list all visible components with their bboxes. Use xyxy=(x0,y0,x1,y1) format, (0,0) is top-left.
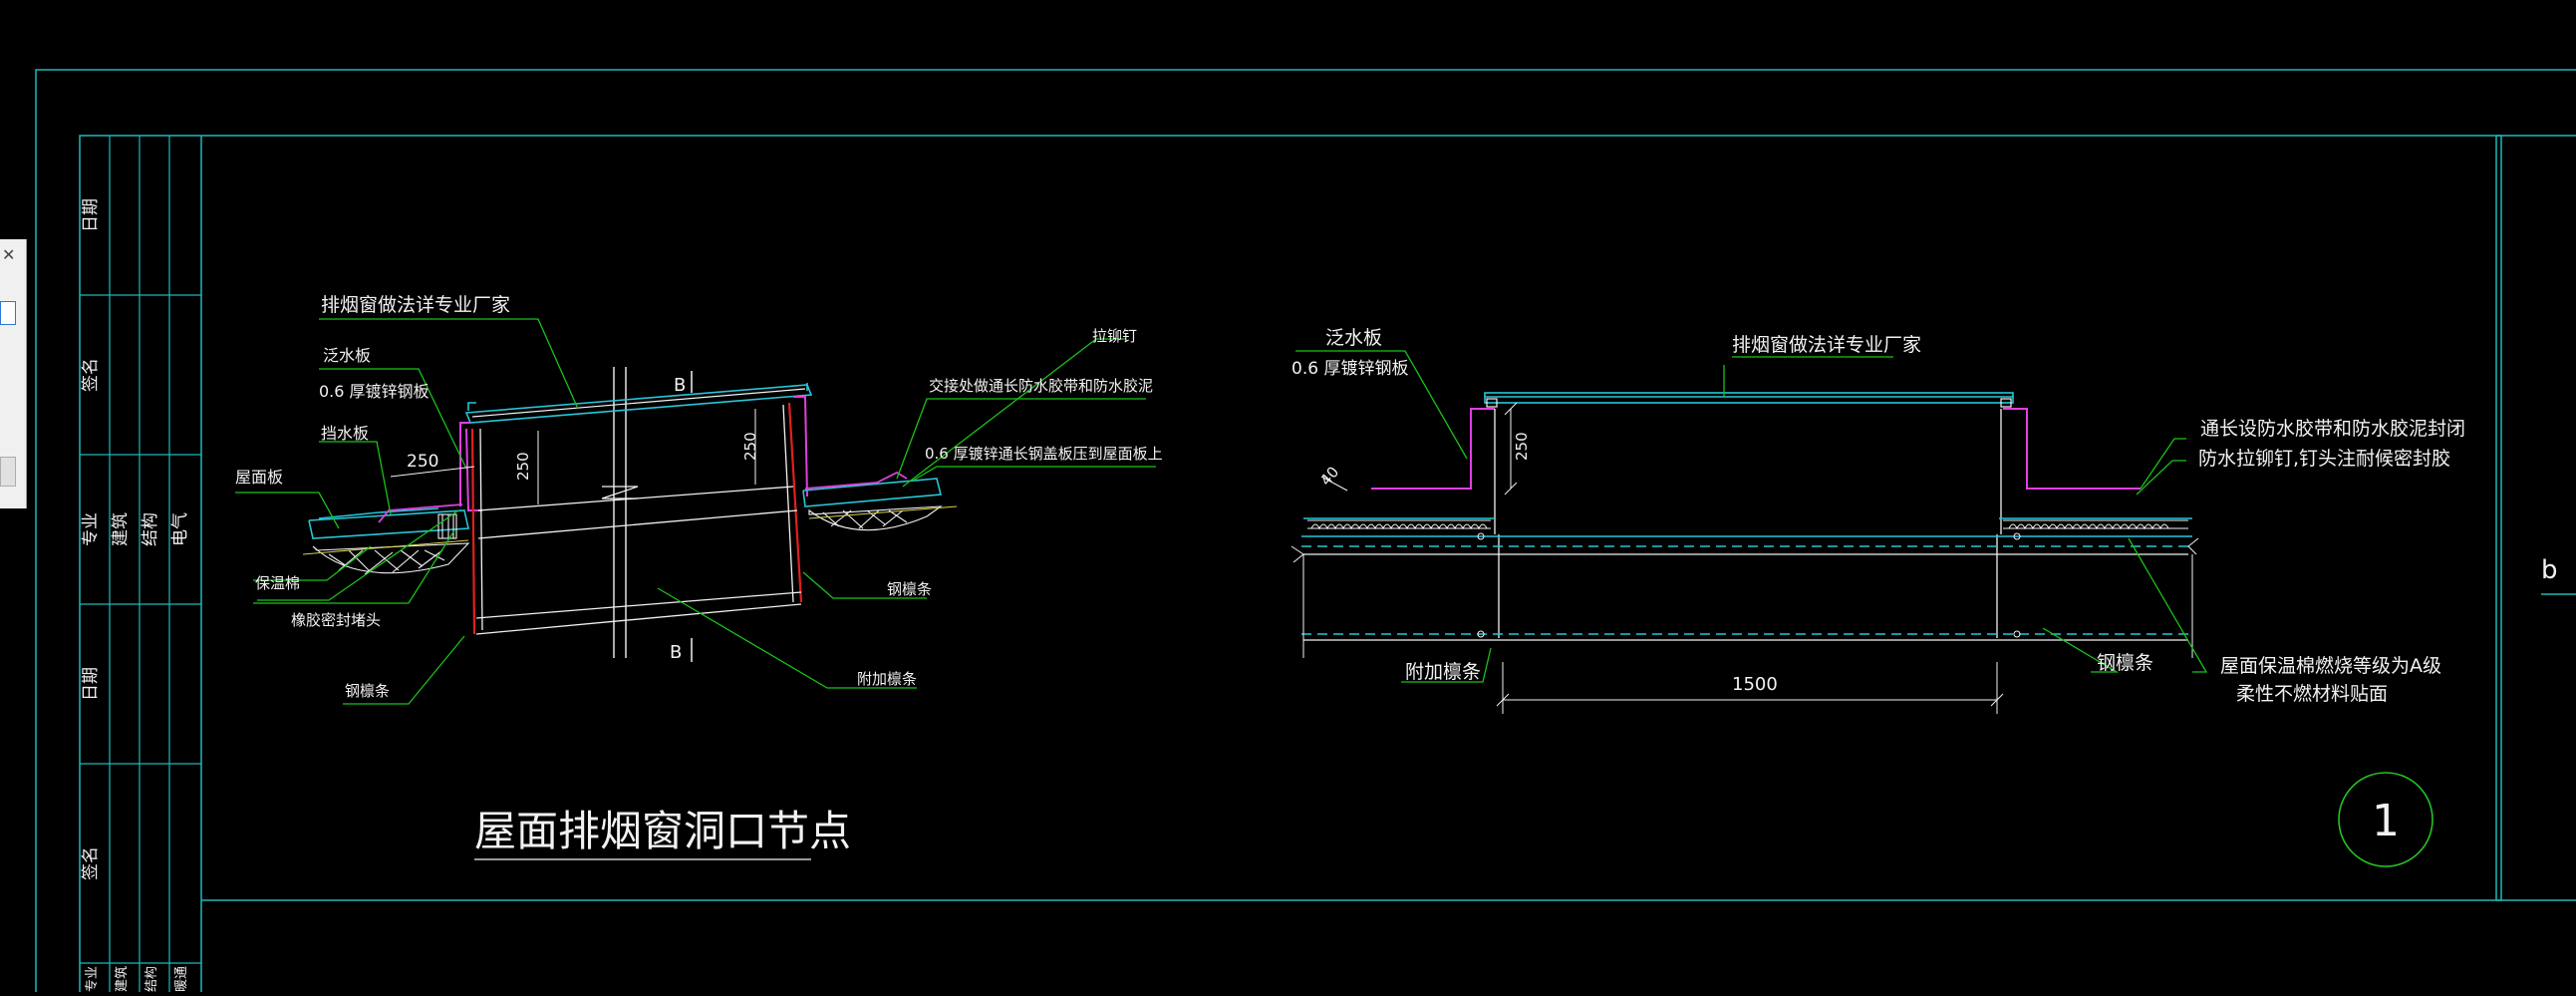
title-block-labels: 日期 签名 专业 建筑 结构 电气 日期 签名 专业 建筑 结构 暖通 xyxy=(81,198,190,992)
tb-cell-date-2: 日期 xyxy=(81,667,101,701)
right-label-flashing-spec: 0.6 厚镀锌钢板 xyxy=(1291,359,1408,379)
right-label-tape-note: 通长设防水胶带和防水胶泥封闭 xyxy=(2200,418,2465,440)
left-section-b-top: B xyxy=(674,375,686,396)
left-section-b-bottom: B xyxy=(670,642,682,663)
tb-cell-struct-1: 结构 xyxy=(141,512,160,546)
edge-letter: b xyxy=(2541,555,2558,585)
right-detail: 泛水板 0.6 厚镀锌钢板 排烟窗做法详专业厂家 通长设防水胶带和防水胶泥封闭 … xyxy=(1290,327,2465,714)
tb-cell-arch-1: 建筑 xyxy=(111,512,131,546)
right-dim-250: 250 xyxy=(1513,432,1531,461)
dialog-button[interactable] xyxy=(0,457,16,487)
right-label-flashing: 泛水板 xyxy=(1325,327,1382,349)
title-block xyxy=(80,136,201,992)
sheet-frame xyxy=(35,69,2576,992)
dialog-field[interactable] xyxy=(0,301,16,325)
left-dim-250-c: 250 xyxy=(741,432,759,461)
tb-cell-elec-1: 电气 xyxy=(170,512,190,546)
tb-cell-major-2: 专业 xyxy=(85,966,100,992)
left-label-water-stop: 挡水板 xyxy=(321,424,369,443)
left-detail-title: 屋面排烟窗洞口节点 xyxy=(474,807,851,855)
right-label-insulation-note-2: 柔性不燃材料贴面 xyxy=(2236,683,2388,705)
right-label-insulation-note-1: 屋面保温棉燃烧等级为A级 xyxy=(2220,655,2441,677)
tb-cell-hvac-2: 暖通 xyxy=(174,966,189,992)
left-label-insulation: 保温棉 xyxy=(255,574,300,592)
tb-cell-date-1: 日期 xyxy=(81,198,101,232)
left-label-foam-seal: 橡胶密封堵头 xyxy=(291,611,381,629)
left-label-purlin-left: 钢檩条 xyxy=(345,682,390,700)
right-label-rivet-note: 防水拉铆钉,钉头注耐候密封胶 xyxy=(2198,448,2450,470)
tb-cell-arch-2: 建筑 xyxy=(114,966,130,992)
right-dim-1500: 1500 xyxy=(1732,674,1778,695)
close-icon[interactable]: ✕ xyxy=(2,245,16,264)
left-label-sheet-note: 0.6 厚镀锌通长钢盖板压到屋面板上 xyxy=(925,445,1163,463)
dialog-stub[interactable]: ✕ xyxy=(0,239,27,508)
left-label-roof-panel: 屋面板 xyxy=(235,468,283,487)
right-label-purlin: 钢檩条 xyxy=(2097,652,2153,674)
left-label-flashing-spec: 0.6 厚镀锌钢板 xyxy=(319,382,429,401)
left-label-seal-note: 交接处做通长防水胶带和防水胶泥 xyxy=(929,377,1153,395)
left-detail: 排烟窗做法详专业厂家 泛水板 0.6 厚镀锌钢板 挡水板 屋面板 保温棉 橡胶密… xyxy=(235,294,1163,860)
left-label-manufacturer: 排烟窗做法详专业厂家 xyxy=(321,294,510,316)
left-label-purlin-right: 钢檩条 xyxy=(887,580,932,598)
left-label-flashing: 泛水板 xyxy=(323,346,371,365)
left-dim-250-b: 250 xyxy=(514,452,532,481)
detail-number: 1 xyxy=(2372,796,2400,846)
left-label-extra-purlin: 附加檩条 xyxy=(857,670,917,688)
right-label-extra-purlin: 附加檩条 xyxy=(1405,661,1481,683)
left-dim-250-a: 250 xyxy=(407,452,438,472)
right-label-manufacturer: 排烟窗做法详专业厂家 xyxy=(1732,334,1921,356)
left-label-rivet: 拉铆钉 xyxy=(1092,327,1137,345)
tb-cell-sign-1: 签名 xyxy=(81,358,101,392)
tb-cell-major-1: 专业 xyxy=(81,512,101,546)
tb-cell-sign-2: 签名 xyxy=(81,846,101,880)
detail-number-bubble: 1 xyxy=(2338,772,2433,867)
tb-cell-struct-2: 结构 xyxy=(144,966,159,992)
